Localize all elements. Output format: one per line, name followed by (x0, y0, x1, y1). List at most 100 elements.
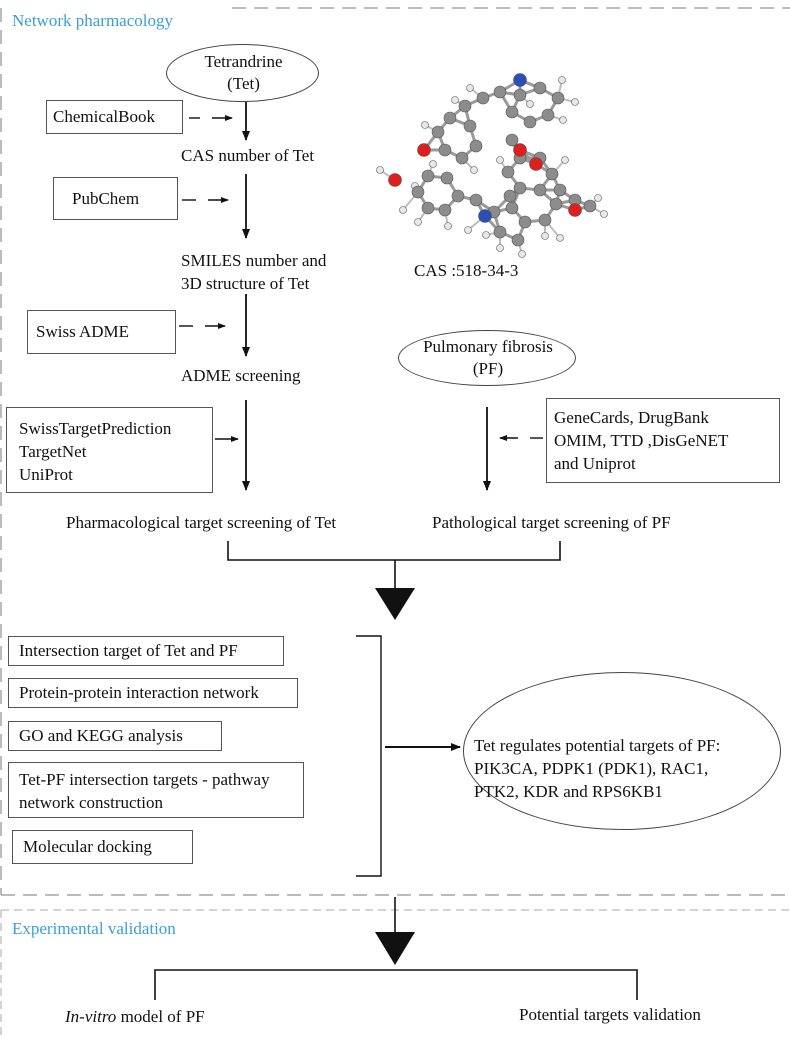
carbon-atom (421, 201, 435, 215)
hydrogen-atom (466, 84, 474, 92)
oxygen-atom (529, 157, 543, 171)
hydrogen-atom (470, 166, 478, 174)
oxygen-atom (513, 143, 527, 157)
carbon-atom (493, 225, 507, 239)
hydrogen-atom (571, 98, 579, 106)
carbon-atom (458, 99, 472, 113)
analysis-step-label: Intersection target of Tet and PF (19, 641, 238, 660)
oxygen-atom (417, 143, 431, 157)
hydrogen-atom (376, 166, 384, 174)
carbon-atom (463, 119, 477, 133)
smiles-step-line1: SMILES number and (181, 251, 327, 270)
carbon-atom (501, 165, 515, 179)
carbon-atom (455, 151, 469, 165)
hydrogen-atom (600, 210, 608, 218)
carbon-atom (505, 201, 519, 215)
carbon-atom (513, 88, 527, 102)
carbon-atom (538, 213, 552, 227)
pubchem-box: PubChem (53, 177, 178, 220)
target-source-1: SwissTargetPrediction (19, 419, 172, 438)
carbon-atom (421, 169, 435, 183)
analysis-step-intersection: Intersection target of Tet and PF (8, 636, 284, 666)
pf-abbr: (PF) (472, 359, 504, 378)
result-line-3: PTK2, KDR and RPS6KB1 (474, 782, 663, 801)
carbon-atom (518, 215, 532, 229)
analysis-step-go-kegg: GO and KEGG analysis (8, 721, 222, 751)
network-pharmacology-title: Network pharmacology (12, 11, 173, 30)
chemicalbook-label: ChemicalBook (53, 107, 155, 126)
carbon-atom (476, 91, 490, 105)
carbon-atom (469, 139, 483, 153)
carbon-atom (551, 91, 565, 105)
analysis-step-label: Tet-PF intersection targets - pathway (19, 770, 270, 789)
tetrandrine-ellipse: Tetrandrine (Tet) (166, 44, 319, 102)
hydrogen-atom (414, 218, 422, 226)
hydrogen-atom (444, 222, 452, 230)
carbon-atom (545, 167, 559, 181)
hydrogen-atom (594, 194, 602, 202)
carbon-atom (431, 125, 445, 139)
analysis-step-docking: Molecular docking (12, 830, 193, 864)
carbon-atom (438, 203, 452, 217)
carbon-atom (533, 81, 547, 95)
swissadme-box: Swiss ADME (27, 310, 176, 354)
tet-name: Tetrandrine (204, 52, 283, 71)
hydrogen-atom (496, 244, 504, 252)
experimental-validation-title: Experimental validation (12, 919, 176, 938)
hydrogen-atom (429, 160, 437, 168)
analysis-step-pathway-network: Tet-PF intersection targets - pathway ne… (8, 762, 304, 818)
db-line-2: OMIM, TTD ,DisGeNET (554, 431, 729, 450)
hydrogen-atom (482, 231, 490, 239)
pubchem-label: PubChem (72, 188, 140, 208)
target-source-3: UniProt (19, 465, 73, 484)
smiles-step-line2: 3D structure of Tet (181, 274, 310, 293)
in-vitro-model-label: In-vitro model of PF (65, 1006, 205, 1028)
carbon-atom (523, 115, 537, 129)
carbon-atom (469, 193, 483, 207)
in-vitro-rest: model of PF (116, 1007, 205, 1026)
carbon-atom (438, 143, 452, 157)
carbon-atom (553, 183, 567, 197)
chemicalbook-box: ChemicalBook (46, 100, 183, 134)
target-source-2: TargetNet (19, 442, 87, 461)
carbon-atom (505, 105, 519, 119)
swissadme-label: Swiss ADME (36, 322, 130, 341)
carbon-atom (443, 111, 457, 125)
in-vitro-italic: In-vitro (65, 1007, 117, 1026)
carbon-atom (505, 133, 519, 147)
tet-abbr: (Tet) (227, 74, 260, 93)
pathological-target-step: Pathological target screening of PF (432, 513, 671, 532)
carbon-atom (533, 183, 547, 197)
analysis-step-ppi: Protein-protein interaction network (8, 678, 298, 708)
hydrogen-atom (556, 234, 564, 242)
carbon-atom (511, 233, 525, 247)
oxygen-atom (568, 203, 582, 217)
oxygen-atom (388, 173, 402, 187)
analysis-step-label: Protein-protein interaction network (19, 683, 259, 702)
carbon-atom (541, 108, 555, 122)
carbon-atom (503, 189, 517, 203)
db-line-3: and Uniprot (554, 454, 636, 473)
hydrogen-atom (464, 226, 472, 234)
carbon-atom (493, 85, 507, 99)
hydrogen-atom (399, 206, 407, 214)
carbon-atom (549, 197, 563, 211)
carbon-atom (583, 199, 597, 213)
pharmacological-target-step: Pharmacological target screening of Tet (66, 513, 337, 532)
carbon-atom (440, 171, 454, 185)
hydrogen-atom (558, 76, 566, 84)
hydrogen-atom (526, 100, 534, 108)
cas-label: CAS :518-34-3 (414, 261, 519, 280)
result-line-1: Tet regulates potential targets of PF: (474, 736, 721, 755)
hydrogen-atom (496, 156, 504, 164)
analysis-step-label: Molecular docking (23, 837, 152, 856)
db-line-1: GeneCards, DrugBank (554, 408, 709, 427)
hydrogen-atom (518, 250, 526, 258)
hydrogen-atom (451, 96, 459, 104)
analysis-step-label: network construction (19, 793, 163, 812)
pf-name: Pulmonary fibrosis (423, 337, 553, 356)
carbon-atom (513, 181, 527, 195)
pulmonary-fibrosis-ellipse: Pulmonary fibrosis (PF) (398, 330, 576, 386)
